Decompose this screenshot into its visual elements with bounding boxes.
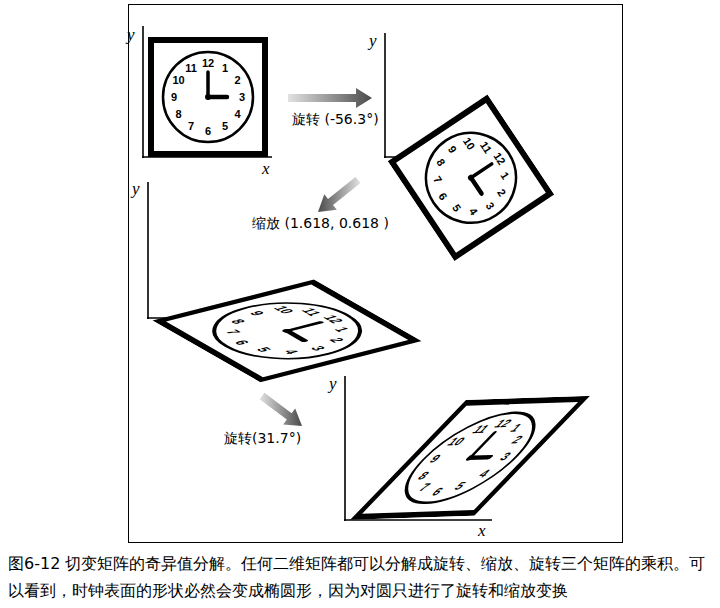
y-axis	[147, 182, 149, 319]
clock-circle	[409, 115, 534, 240]
clock-circle	[380, 411, 560, 504]
minute-hand	[471, 164, 492, 178]
transform-arrow	[318, 177, 361, 212]
transform-arrow	[288, 88, 372, 108]
axis-label: y	[369, 32, 377, 49]
y-axis	[142, 26, 144, 158]
y-axis	[344, 376, 346, 521]
clock-circle	[163, 52, 253, 142]
clock-number: 9	[171, 92, 177, 103]
minute-hand	[470, 433, 494, 458]
clock-number: 11	[185, 62, 197, 73]
clock-number: 8	[175, 109, 181, 120]
clock-center	[464, 455, 476, 461]
clock-number: 7	[188, 121, 194, 132]
axis-label: x	[478, 522, 486, 539]
clock-center	[205, 94, 211, 100]
y-axis	[384, 33, 386, 158]
clock-panel: 121234567891011	[148, 277, 426, 385]
minute-hand	[287, 322, 321, 331]
clock-number: 3	[239, 92, 245, 103]
clock-number: 6	[205, 126, 211, 137]
clock-number: 12	[202, 58, 214, 69]
clock-center	[280, 328, 293, 333]
clock-number: 2	[234, 75, 240, 86]
clock-frame	[356, 399, 584, 517]
clock-center	[467, 174, 475, 182]
clock-face	[143, 37, 273, 157]
figure-frame	[129, 5, 623, 543]
minute-hand	[206, 72, 210, 97]
axis-label: y	[329, 375, 337, 392]
clock-face	[385, 90, 557, 265]
transform-label: 旋转 (-56.3°)	[290, 111, 381, 128]
clock-face	[345, 396, 595, 520]
axis-label: x	[262, 160, 270, 177]
clock-circle	[186, 292, 388, 369]
clock-number: 1	[222, 62, 228, 73]
clock-panel: 12 12 3 45678 9 1011	[143, 37, 273, 157]
clock-frame	[159, 282, 415, 380]
x-axis	[344, 519, 492, 521]
figure-caption: 图6-12 切变矩阵的奇异值分解。任何二维矩阵都可以分解成旋转、缩放、旋转三个矩…	[8, 550, 714, 604]
clock-number: 10	[172, 75, 184, 86]
clock-panel: 121234567891011	[385, 90, 557, 265]
clock-number: 5	[222, 121, 228, 132]
transform-label: 旋转(31.7°)	[222, 430, 303, 447]
clock-frame	[151, 40, 265, 154]
axis-label: y	[132, 180, 140, 197]
axis-label: y	[127, 26, 135, 43]
clock-frame	[392, 99, 550, 257]
clock-number: 4	[234, 109, 240, 120]
clock-face	[148, 277, 426, 385]
clock-panel: 121234567891011	[345, 396, 595, 520]
transform-arrow	[260, 393, 302, 426]
transform-label: 缩放 (1.618, 0.618 )	[250, 215, 391, 232]
